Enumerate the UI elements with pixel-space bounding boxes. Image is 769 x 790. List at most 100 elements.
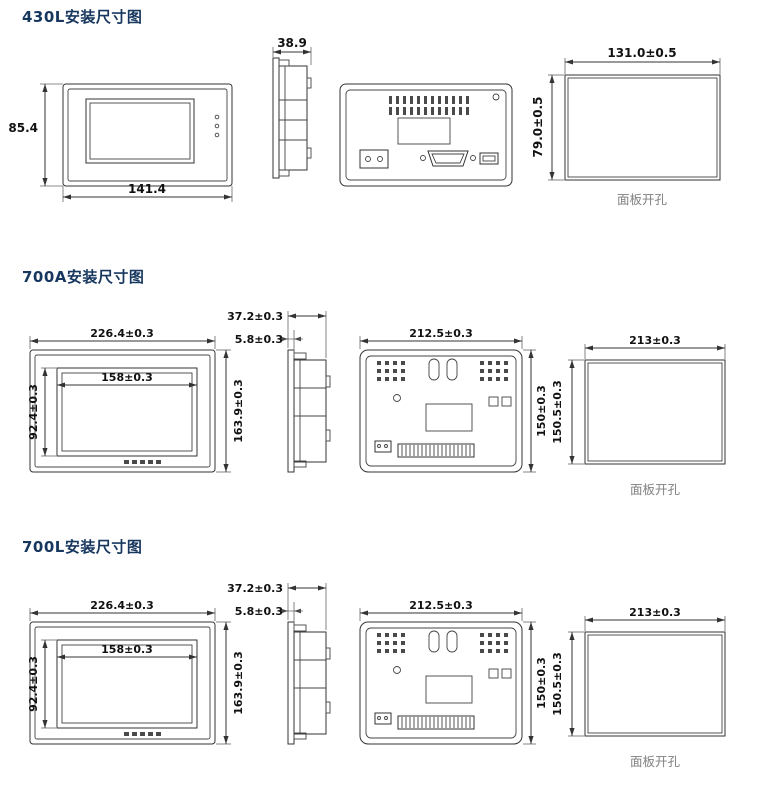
mount-hook-top — [278, 59, 290, 67]
section-700l: 700L安装尺寸图 226.4±0.3 158±0.3 92.4±0 — [0, 530, 769, 790]
dim-cutout-height: 150.5±0.3 — [551, 380, 564, 444]
side-flange — [287, 621, 295, 745]
vent-grid-right — [480, 361, 508, 381]
back-view — [339, 83, 513, 187]
power-terminal — [374, 712, 392, 725]
dim-front-height: 85.4 — [8, 121, 38, 135]
ground-screw — [393, 666, 401, 674]
led-indicator — [214, 123, 220, 129]
terminal-screw — [377, 716, 381, 720]
back-case — [359, 349, 523, 473]
mount-slot — [446, 630, 458, 653]
front-screen-active — [61, 372, 193, 452]
panel-cutout: 213±0.3 150.5±0.3 面板开孔 — [551, 606, 726, 769]
mount-slot — [446, 358, 458, 381]
front-case — [62, 83, 233, 187]
back-dimensions: 212.5±0.3 150±0.3 — [359, 599, 548, 745]
front-screen — [56, 367, 198, 457]
side-dimensions: 37.2±0.3 5.8±0.3 — [227, 582, 327, 630]
io-terminal-pins — [401, 445, 471, 456]
cutout-rect-inner — [567, 77, 718, 178]
front-view — [62, 83, 233, 187]
led-indicator — [214, 114, 220, 120]
ground-screw — [393, 394, 401, 402]
mount-hook-top — [293, 624, 307, 632]
dim-screen-width: 158±0.3 — [101, 371, 153, 384]
vent-grid-left — [377, 361, 405, 381]
dim-back-width: 212.5±0.3 — [409, 327, 473, 340]
mount-tab — [306, 147, 312, 159]
mount-tab — [325, 375, 331, 388]
back-case — [359, 621, 523, 745]
front-view — [29, 349, 216, 473]
dim-side-depth: 37.2±0.3 — [227, 582, 283, 595]
front-view — [29, 621, 216, 745]
cutout-caption: 面板开孔 — [630, 482, 681, 497]
drawing-430l: 85.4 141.4 — [8, 36, 721, 207]
power-terminal — [374, 440, 392, 453]
section-430l: 430L安装尺寸图 85.4 141.4 — [0, 0, 769, 258]
side-body — [293, 631, 327, 735]
front-dimensions: 226.4±0.3 158±0.3 92.4±0.3 163.9±0.3 — [27, 327, 245, 473]
dim-front-width: 226.4±0.3 — [90, 599, 154, 612]
dip-switch — [501, 668, 512, 679]
back-view — [359, 621, 523, 745]
nameplate — [425, 675, 473, 704]
front-screen-active — [61, 644, 193, 724]
mount-tab — [325, 701, 331, 714]
dip-switch — [488, 668, 499, 679]
drawing-700a: 226.4±0.3 158±0.3 92.4±0.3 163.9±0.3 — [27, 310, 726, 497]
dim-screen-height: 92.4±0.3 — [27, 384, 40, 440]
front-bezel — [34, 354, 211, 468]
dim-front-height: 163.9±0.3 — [232, 379, 245, 443]
dim-front-height: 163.9±0.3 — [232, 651, 245, 715]
front-screen — [85, 98, 195, 164]
db9-screw — [470, 155, 476, 161]
dim-back-width: 212.5±0.3 — [409, 599, 473, 612]
back-inner — [345, 89, 507, 181]
mount-tab — [325, 429, 331, 442]
dim-side-flange: 5.8±0.3 — [235, 605, 283, 618]
side-body — [293, 359, 327, 463]
mount-slot — [428, 358, 440, 381]
panel-cutout: 213±0.3 150.5±0.3 面板开孔 — [551, 334, 726, 497]
front-dimensions: 85.4 141.4 — [8, 83, 233, 202]
terminal-screw — [384, 444, 388, 448]
section-title-700a: 700A安装尺寸图 — [22, 268, 145, 286]
db9-screw — [420, 155, 426, 161]
cutout-rect-inner — [587, 634, 723, 734]
front-bezel — [34, 626, 211, 740]
cutout-rect — [584, 359, 726, 465]
dim-front-width: 141.4 — [128, 182, 166, 196]
dim-cutout-height: 79.0±0.5 — [531, 97, 545, 158]
front-case — [29, 349, 216, 473]
usb-port — [479, 152, 499, 165]
side-view — [287, 621, 331, 745]
mount-hook-bottom — [278, 169, 290, 177]
dim-cutout-width: 213±0.3 — [629, 606, 681, 619]
db9-inner — [431, 153, 465, 164]
led-indicator — [214, 132, 220, 138]
dip-switch — [501, 396, 512, 407]
dim-side-depth: 37.2±0.3 — [227, 310, 283, 323]
back-view — [359, 349, 523, 473]
dim-cutout-width: 213±0.3 — [629, 334, 681, 347]
terminal-screw — [377, 156, 383, 162]
section-title-700l: 700L安装尺寸图 — [22, 538, 143, 556]
cutout-caption: 面板开孔 — [617, 192, 668, 207]
side-view — [272, 57, 312, 179]
mount-tab — [325, 647, 331, 660]
front-case — [29, 621, 216, 745]
side-flange — [287, 349, 295, 473]
panel-cutout: 131.0±0.5 79.0±0.5 面板开孔 — [531, 46, 721, 207]
front-buttons — [124, 460, 161, 464]
dip-switch — [488, 396, 499, 407]
nameplate — [397, 117, 451, 145]
dim-side-depth: 38.9 — [277, 36, 307, 50]
front-screen-active — [89, 102, 191, 160]
dim-screen-height: 92.4±0.3 — [27, 656, 40, 712]
back-case — [339, 83, 513, 187]
io-terminal-strip — [397, 443, 475, 458]
side-view — [287, 349, 331, 473]
